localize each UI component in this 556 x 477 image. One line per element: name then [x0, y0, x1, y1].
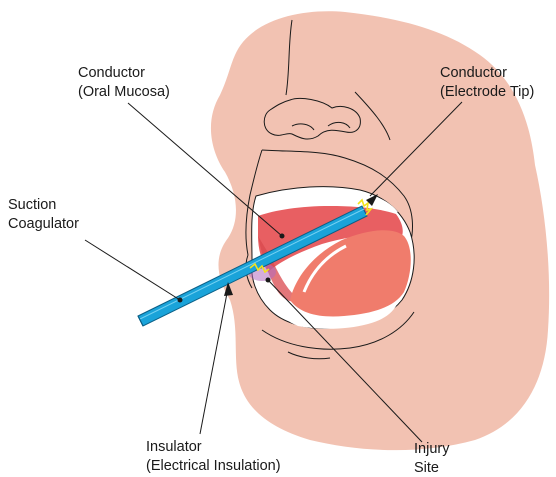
mucosa-pointer-dot: [280, 234, 285, 239]
label-conductor-oral-mucosa-line1: Conductor: [78, 64, 170, 83]
label-injury-site-line2: Site: [414, 459, 449, 477]
label-conductor-oral-mucosa-line2: (Oral Mucosa): [78, 83, 170, 102]
label-injury-site: Injury Site: [414, 440, 449, 477]
label-insulator-line1: Insulator: [146, 438, 281, 457]
label-suction-coagulator-line1: Suction: [8, 196, 79, 215]
label-insulator-line2: (Electrical Insulation): [146, 457, 281, 476]
label-insulator: Insulator (Electrical Insulation): [146, 438, 281, 476]
label-injury-site-line1: Injury: [414, 440, 449, 459]
probe-pointer-dot: [178, 298, 183, 303]
label-conductor-oral-mucosa: Conductor (Oral Mucosa): [78, 64, 170, 102]
label-suction-coagulator-line2: Coagulator: [8, 215, 79, 234]
label-conductor-electrode-tip-line1: Conductor: [440, 64, 534, 83]
label-suction-coagulator: Suction Coagulator: [8, 196, 79, 234]
label-conductor-electrode-tip: Conductor (Electrode Tip): [440, 64, 534, 102]
label-conductor-electrode-tip-line2: (Electrode Tip): [440, 83, 534, 102]
injury-pointer-dot: [266, 278, 271, 283]
